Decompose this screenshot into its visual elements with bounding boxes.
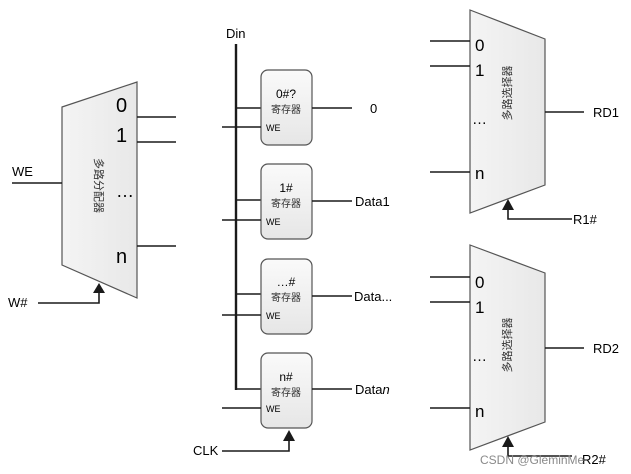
mux-2-in-n-label: n: [475, 402, 484, 421]
mux-2-title: 多路选择器: [500, 318, 514, 373]
mux-2-in-0-label: 0: [475, 273, 484, 292]
register-n-name: n#: [279, 370, 293, 384]
register-n-desc: 寄存器: [271, 386, 301, 399]
register-dots-name: …#: [277, 275, 296, 289]
register-0-name: 0#?: [276, 87, 296, 101]
demux-we-label: WE: [12, 164, 33, 179]
mux-1-select-arrow: [502, 199, 514, 210]
demux-title: 多路分配器: [92, 158, 106, 213]
demux: 0 1 … n 多路分配器 WE W#: [8, 81, 176, 310]
register-dots: …# 寄存器 WE Data...: [222, 258, 392, 335]
csdn-watermark: CSDN @GleminMe: [480, 453, 585, 467]
register-0-we: WE: [266, 123, 281, 133]
register-1: 1# 寄存器 WE Data1: [222, 163, 390, 240]
mux-2-in-dots-label: …: [472, 348, 487, 365]
demux-out-dots-label: …: [116, 181, 134, 201]
mux-1-select-wire: [507, 209, 572, 220]
demux-out-0-label: 0: [116, 95, 127, 117]
demux-body: [61, 81, 138, 299]
register-0-desc: 寄存器: [271, 103, 301, 116]
mux-1-in-n-label: n: [475, 164, 484, 183]
mux-1-title: 多路选择器: [500, 66, 514, 121]
register-1-name: 1#: [279, 181, 293, 195]
register-1-output: Data1: [355, 194, 390, 209]
register-n-we: WE: [266, 404, 281, 414]
mux-1-select-label: R1#: [573, 212, 598, 227]
mux-2-select-wire: [507, 446, 572, 457]
mux-2-body: [469, 244, 546, 451]
mux-1-in-dots-label: …: [472, 111, 487, 128]
mux-2-select-arrow: [502, 436, 514, 447]
mux-1-in-0-label: 0: [475, 36, 484, 55]
register-n-box: [260, 352, 313, 429]
clock-wire: [222, 440, 290, 452]
register-dots-we: WE: [266, 311, 281, 321]
clock-label: CLK: [193, 443, 219, 458]
mux-1-in-1-label: 1: [475, 61, 484, 80]
clock-arrow: [283, 430, 295, 441]
demux-out-1-label: 1: [116, 125, 127, 147]
register-1-we: WE: [266, 217, 281, 227]
demux-select-label: W#: [8, 295, 28, 310]
mux-1: 0 1 … n 多路选择器 RD1 R1#: [430, 9, 619, 227]
clock: CLK: [193, 430, 295, 458]
register-dots-output: Data...: [354, 289, 392, 304]
mux-1-body: [469, 9, 546, 214]
register-dots-desc: 寄存器: [271, 291, 301, 304]
mux-2: 0 1 … n 多路选择器 RD2 R2#: [430, 244, 619, 467]
mux-1-output-label: RD1: [593, 105, 619, 120]
register-n: n# 寄存器 WE Datan: [222, 352, 390, 429]
din-bus: Din: [226, 26, 261, 390]
register-1-desc: 寄存器: [271, 197, 301, 210]
mux-2-in-1-label: 1: [475, 298, 484, 317]
demux-select-wire: [38, 292, 100, 304]
demux-select-arrow: [93, 283, 105, 293]
register-0-output: 0: [370, 101, 377, 116]
din-bus-label: Din: [226, 26, 246, 41]
demux-out-n-label: n: [116, 246, 127, 268]
register-n-output: Datan: [355, 382, 390, 397]
mux-2-output-label: RD2: [593, 341, 619, 356]
register-0: 0#? 寄存器 WE 0: [222, 69, 377, 146]
mux-2-select-label: R2#: [582, 452, 607, 467]
